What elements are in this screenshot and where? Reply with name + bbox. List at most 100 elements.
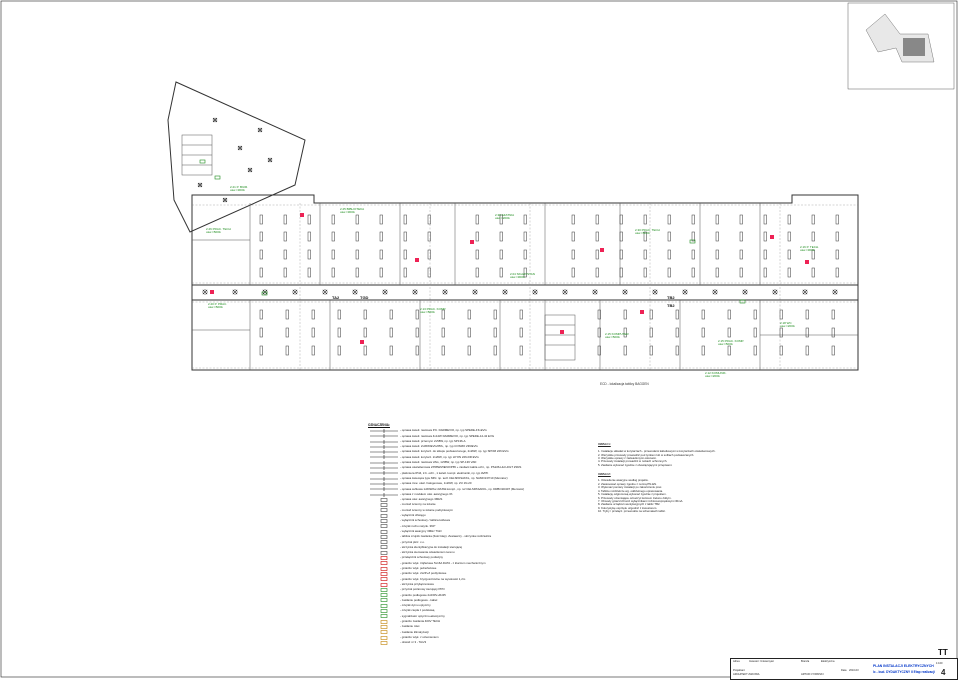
plan-line — [352, 289, 358, 295]
emergency-marker — [300, 213, 304, 217]
legend-symbol — [368, 471, 400, 476]
fluorescent-fixture — [311, 327, 315, 338]
legend-row: - oprawa świetl. rastrowa 4x14W DARMEVIO… — [368, 434, 568, 439]
legend-row: - montaż ścienny w ścianie podtynkowym — [368, 508, 568, 513]
legend-row: - oprawa ośw. awaryjnego 3MHS — [368, 497, 568, 502]
fluorescent-fixture — [311, 345, 315, 356]
legend-row: - czujnik dymu optyczny — [368, 603, 568, 608]
fluorescent-fixture — [649, 327, 653, 338]
fluorescent-fixture — [441, 345, 445, 356]
plan-line — [832, 289, 838, 295]
fixture-symbol — [212, 117, 218, 123]
fluorescent-fixture — [619, 231, 623, 242]
legend-symbol — [368, 535, 400, 539]
fixture-ring — [292, 289, 298, 295]
plan-line — [382, 289, 388, 295]
tb-sheet-subtitle: Ic - bud. DYDAKTYCZNY II Etap realizacji — [873, 670, 935, 674]
legend-symbol — [368, 641, 400, 645]
fluorescent-fixture — [675, 345, 679, 356]
panel-label-tgd: TGD — [360, 295, 369, 300]
legend-title: OZNACZENIA: — [368, 423, 390, 427]
legend-row: - wyłącznik awaryjny 3MHz TGD — [368, 529, 568, 534]
plan-line — [212, 117, 218, 123]
fixture-symbol — [562, 289, 568, 295]
fluorescent-fixture — [835, 249, 839, 260]
fluorescent-fixture — [787, 267, 791, 278]
legend-symbol — [368, 609, 400, 613]
legend-symbol — [368, 529, 400, 534]
fluorescent-fixture — [643, 231, 647, 242]
fixture-symbol — [442, 289, 448, 295]
fluorescent-fixture — [597, 345, 601, 356]
circuit-lines — [192, 203, 858, 370]
legend-symbol — [368, 513, 400, 518]
fluorescent-fixture — [667, 267, 671, 278]
fluorescent-fixture — [475, 214, 479, 225]
plan-line — [652, 289, 658, 295]
legend-row: - sygnalizator optyczno-akustyczny — [368, 614, 568, 619]
legend-label: - skrzynka identyfikacyjna do instalacji… — [400, 544, 463, 549]
fluorescent-fixture — [779, 345, 783, 356]
fluorescent-fixture — [363, 327, 367, 338]
fluorescent-fixture — [787, 231, 791, 242]
legend-symbol — [368, 550, 400, 555]
fluorescent-fixture — [763, 249, 767, 260]
fluorescent-fixture — [427, 214, 431, 225]
legend-label: - montaż ścienny w ścianie podtynkowym — [400, 507, 454, 512]
fluorescent-fixture — [379, 231, 383, 242]
fluorescent-fixture — [739, 249, 743, 260]
plan-line — [222, 197, 228, 203]
legend-row: - oprawa sufitowa 1x60W/tor-DASW-kompl.,… — [368, 487, 568, 492]
legend-label: - gniazdo wtyk. z uziemieniem — [400, 634, 439, 639]
legend-row: - oprawa świetl. przemysł. 2x58W, np. ty… — [368, 439, 568, 444]
legend-symbol — [368, 598, 400, 603]
signal-device — [214, 175, 221, 180]
legend-label: - gniazdo podłogowe 2x230V+RJ45 — [400, 592, 446, 597]
fluorescent-fixture — [701, 345, 705, 356]
fluorescent-fixture — [727, 345, 731, 356]
tb-architect: ARCHITEKT ZAKOWA — [733, 673, 760, 676]
legend-symbol — [368, 545, 400, 550]
emergency-marker — [560, 330, 564, 334]
fixture-ring — [772, 289, 778, 295]
legend-label: - przycisk pkrz. c.o. — [400, 539, 425, 544]
tb-sheet-title: PLAN INSTALACJI ELEKTRYCZNYCH — [873, 664, 934, 668]
fluorescent-fixture — [691, 231, 695, 242]
legend-row: - przełącznik schodowy podwójny — [368, 555, 568, 560]
key-plan — [847, 2, 955, 90]
fixture-symbol — [712, 289, 718, 295]
fluorescent-fixture — [259, 249, 263, 260]
legend-symbol — [368, 428, 400, 433]
fluorescent-fixture — [493, 345, 497, 356]
legend-symbol — [368, 481, 400, 486]
legend-label: - czujnik ciepła z podstawą — [400, 608, 435, 613]
fixture-symbol — [622, 289, 628, 295]
legend-symbol — [368, 439, 400, 444]
legend-symbol — [368, 450, 400, 455]
fixture-symbol — [802, 289, 808, 295]
fluorescent-fixture — [519, 345, 523, 356]
legend-label: - wyłącznik awaryjny 3MHz TGD — [400, 528, 442, 533]
legend-rows: - oprawa świetl. rastrowa P.K. DARMEVIO,… — [368, 428, 568, 645]
fluorescent-fixture — [715, 214, 719, 225]
fixture-symbol — [222, 197, 228, 203]
plan-line — [232, 289, 238, 295]
fluorescent-fixture — [649, 345, 653, 356]
tt-mark: TT — [938, 648, 948, 657]
legend-row: - przycisk pkrz. c.o. — [368, 540, 568, 545]
legend-row: - gniazdo wtyk. jednofazowe — [368, 566, 568, 571]
fluorescent-fixture — [285, 327, 289, 338]
emergency-marker — [470, 240, 474, 244]
tb-address: Adres — [733, 660, 740, 663]
fluorescent-fixture — [595, 231, 599, 242]
fixture-ring — [197, 182, 203, 188]
fluorescent-fixture — [739, 231, 743, 242]
emergency-marker — [210, 290, 214, 294]
tb-investor: Inwestor: Uniwersytet — [749, 660, 774, 663]
legend-symbol — [368, 582, 400, 587]
fixture-ring — [222, 197, 228, 203]
legend-row: - przycisk pożarowy sterujący PPO — [368, 587, 568, 592]
legend-label: - oprawa świetl. przemysł. 2x58W, np. ty… — [400, 438, 466, 443]
